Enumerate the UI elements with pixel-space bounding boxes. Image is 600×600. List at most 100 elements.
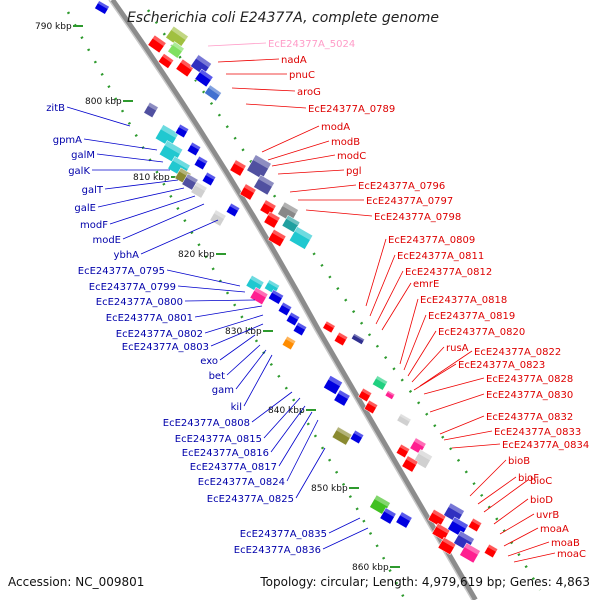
- gene-feature[interactable]: [267, 289, 285, 305]
- gene-label[interactable]: modC: [337, 151, 366, 162]
- gene-label[interactable]: bioF: [518, 473, 539, 484]
- gene-feature[interactable]: [467, 517, 483, 533]
- gene-label[interactable]: rusA: [446, 343, 469, 354]
- gene-label[interactable]: EcE24377A_0799: [89, 282, 176, 293]
- gene-label[interactable]: EcE24377A_0809: [388, 235, 475, 246]
- gene-label[interactable]: EcE24377A_0819: [428, 311, 515, 322]
- gene-feature[interactable]: [263, 211, 281, 229]
- gene-label[interactable]: exo: [200, 356, 218, 367]
- gene-label[interactable]: EcE24377A_0803: [122, 342, 209, 353]
- gene-feature[interactable]: [395, 443, 411, 459]
- gene-label[interactable]: galK: [68, 166, 90, 177]
- gene-label[interactable]: EcE24377A_0811: [397, 251, 484, 262]
- gene-feature[interactable]: [277, 301, 293, 317]
- gene-label[interactable]: EcE24377A_0789: [308, 104, 395, 115]
- gene-feature[interactable]: [396, 413, 412, 427]
- gene-label[interactable]: EcE24377A_0808: [163, 418, 250, 429]
- gene-label[interactable]: gpmA: [53, 135, 82, 146]
- gene-feature[interactable]: [285, 311, 301, 327]
- gene-feature[interactable]: [413, 449, 433, 469]
- gene-label[interactable]: EcE24377A_0817: [190, 462, 277, 473]
- gene-feature[interactable]: [349, 429, 365, 445]
- gene-feature[interactable]: [165, 25, 189, 49]
- gene-feature[interactable]: [157, 53, 175, 69]
- gene-feature[interactable]: [322, 320, 336, 334]
- gene-label[interactable]: EcE24377A_0800: [96, 297, 183, 308]
- gene-label[interactable]: nadA: [281, 55, 307, 66]
- gene-label[interactable]: EcE24377A_0823: [458, 360, 545, 371]
- gene-label[interactable]: EcE24377A_0835: [240, 529, 327, 540]
- gene-label[interactable]: galM: [71, 150, 95, 161]
- gene-feature[interactable]: [209, 209, 227, 227]
- gene-label[interactable]: aroG: [297, 87, 321, 98]
- gene-feature[interactable]: [193, 155, 209, 171]
- gene-feature[interactable]: [459, 542, 481, 564]
- gene-label[interactable]: EcE24377A_0801: [106, 313, 193, 324]
- gene-label[interactable]: bioB: [508, 456, 530, 467]
- gene-feature[interactable]: [363, 399, 379, 415]
- gene-feature[interactable]: [239, 183, 257, 201]
- gene-feature[interactable]: [384, 390, 396, 400]
- gene-feature[interactable]: [167, 41, 185, 59]
- gene-feature[interactable]: [443, 502, 465, 524]
- gene-feature[interactable]: [94, 0, 110, 15]
- gene-feature[interactable]: [437, 536, 457, 556]
- gene-feature[interactable]: [427, 508, 447, 528]
- gene-feature[interactable]: [333, 389, 351, 407]
- gene-label[interactable]: EcE24377A_0816: [182, 448, 269, 459]
- gene-feature[interactable]: [379, 507, 397, 525]
- gene-label[interactable]: pgl: [346, 166, 361, 177]
- gene-label[interactable]: bet: [209, 371, 226, 382]
- gene-label[interactable]: galT: [82, 185, 104, 196]
- gene-feature[interactable]: [201, 171, 217, 187]
- gene-label[interactable]: moaB: [551, 538, 580, 549]
- gene-label[interactable]: gam: [212, 385, 234, 396]
- gene-label[interactable]: EcE24377A_0802: [116, 329, 203, 340]
- gene-label[interactable]: modE: [92, 235, 121, 246]
- gene-feature[interactable]: [333, 331, 349, 347]
- gene-feature[interactable]: [292, 321, 308, 337]
- gene-feature[interactable]: [447, 516, 469, 538]
- gene-label[interactable]: modF: [80, 220, 108, 231]
- gene-feature[interactable]: [147, 34, 167, 54]
- gene-label[interactable]: EcE24377A_0798: [374, 212, 461, 223]
- gene-feature[interactable]: [253, 174, 275, 196]
- gene-feature[interactable]: [245, 274, 265, 294]
- gene-feature[interactable]: [194, 68, 214, 88]
- gene-feature[interactable]: [371, 375, 389, 391]
- gene-feature[interactable]: [263, 279, 281, 295]
- gene-label[interactable]: EcE24377A_0795: [78, 266, 165, 277]
- gene-label[interactable]: EcE24377A_0830: [486, 390, 573, 401]
- gene-feature[interactable]: [246, 154, 272, 180]
- gene-label[interactable]: emrE: [413, 279, 439, 290]
- gene-feature[interactable]: [186, 141, 202, 157]
- gene-feature[interactable]: [174, 123, 190, 139]
- gene-label[interactable]: EcE24377A_0822: [474, 347, 561, 358]
- gene-label[interactable]: zitB: [46, 103, 65, 114]
- gene-feature[interactable]: [483, 543, 499, 559]
- gene-label[interactable]: EcE24377A_0812: [405, 267, 492, 278]
- gene-label[interactable]: EcE24377A_0833: [494, 427, 581, 438]
- gene-label[interactable]: EcE24377A_0820: [438, 327, 525, 338]
- gene-label[interactable]: EcE24377A_0824: [198, 477, 285, 488]
- gene-feature[interactable]: [409, 437, 427, 455]
- gene-feature[interactable]: [288, 226, 314, 250]
- gene-label[interactable]: EcE24377A_5024: [268, 39, 355, 50]
- gene-feature[interactable]: [323, 375, 343, 395]
- gene-feature[interactable]: [225, 202, 241, 218]
- gene-label[interactable]: bioC: [530, 476, 552, 487]
- gene-label[interactable]: moaA: [540, 524, 569, 535]
- gene-feature[interactable]: [204, 84, 222, 102]
- gene-label[interactable]: modB: [331, 137, 360, 148]
- gene-feature[interactable]: [350, 333, 366, 345]
- gene-label[interactable]: galE: [74, 203, 96, 214]
- gene-label[interactable]: EcE24377A_0818: [420, 295, 507, 306]
- gene-feature[interactable]: [190, 54, 212, 76]
- gene-feature[interactable]: [267, 228, 287, 248]
- gene-label[interactable]: moaC: [557, 549, 586, 560]
- gene-label[interactable]: bioD: [530, 495, 553, 506]
- gene-feature[interactable]: [431, 522, 451, 542]
- gene-feature[interactable]: [249, 286, 269, 306]
- gene-label[interactable]: uvrB: [536, 510, 559, 521]
- gene-feature[interactable]: [281, 335, 297, 351]
